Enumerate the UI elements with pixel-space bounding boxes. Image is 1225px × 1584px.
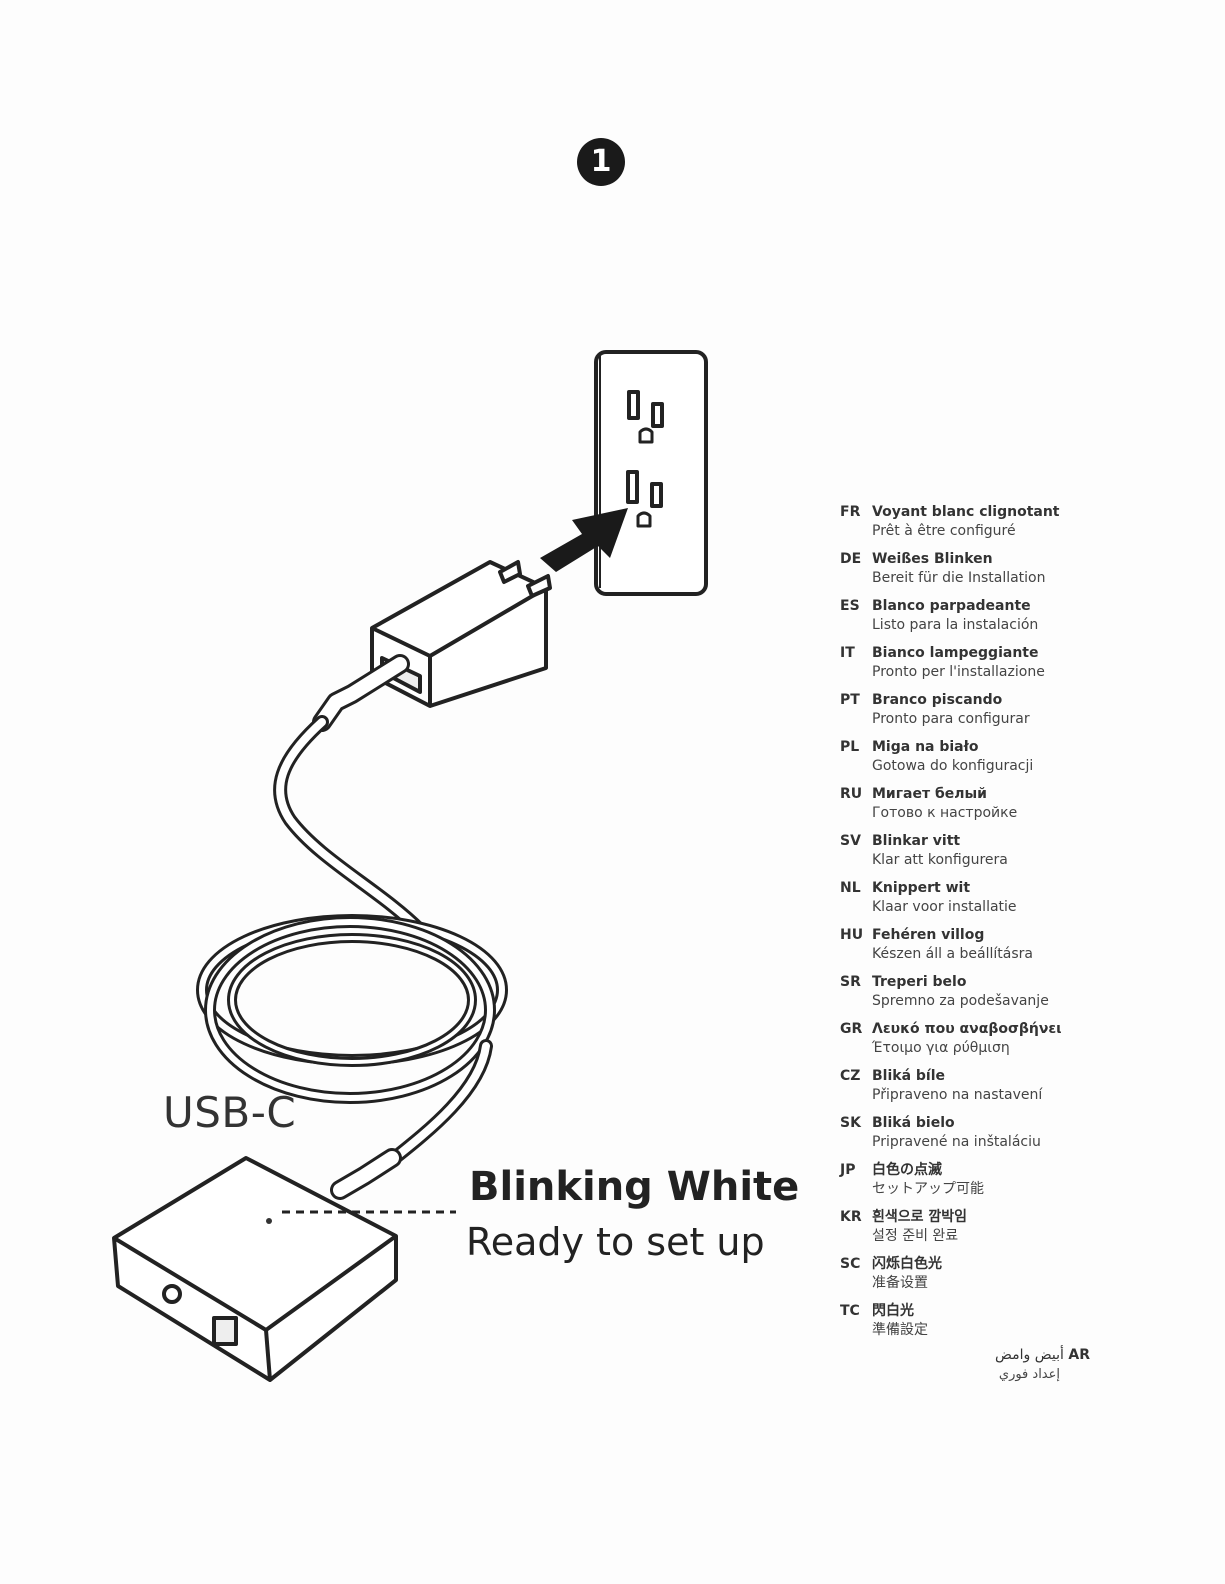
translation-title: Weißes Blinken xyxy=(872,551,993,567)
translation-title: 白色の点滅 xyxy=(872,1162,942,1178)
language-code: PL xyxy=(840,739,860,755)
language-code: NL xyxy=(840,880,861,896)
language-code: GR xyxy=(840,1021,863,1037)
language-code: AR xyxy=(1068,1347,1090,1363)
translation-title: 闪烁白色光 xyxy=(872,1256,942,1272)
translation-title: Treperi belo xyxy=(872,974,967,990)
status-title: Blinking White xyxy=(469,1164,800,1210)
translation-title: Fehéren villog xyxy=(872,927,985,943)
usb-c-cable-icon xyxy=(196,654,508,1200)
step-number-badge: 1 xyxy=(577,138,625,186)
translation-subtitle: Bereit für die Installation xyxy=(872,570,1046,586)
translation-row: TC 閃白光準備設定 xyxy=(840,1302,1100,1349)
translation-title: Knippert wit xyxy=(872,880,971,896)
language-code: HU xyxy=(840,927,864,943)
translation-subtitle: Spremno za podešavanje xyxy=(872,993,1049,1009)
language-code: SC xyxy=(840,1256,861,1272)
language-code: PT xyxy=(840,692,860,708)
translation-row: JP 白色の点滅セットアップ可能 xyxy=(840,1161,1100,1208)
language-code: SK xyxy=(840,1115,861,1131)
translation-subtitle: Listo para la instalación xyxy=(872,617,1039,633)
translation-subtitle: Készen áll a beállításra xyxy=(872,946,1033,962)
insert-arrow-icon xyxy=(540,508,628,572)
language-code: TC xyxy=(840,1303,860,1319)
language-code: IT xyxy=(840,645,855,661)
language-code: DE xyxy=(840,551,862,567)
usb-c-label: USB-C xyxy=(163,1088,297,1137)
translation-title: Bliká bielo xyxy=(872,1115,955,1131)
translation-title: 閃白光 xyxy=(872,1303,914,1319)
language-code: ES xyxy=(840,598,860,614)
translation-subtitle: Pronto per l'installazione xyxy=(872,664,1045,680)
status-subtitle: Ready to set up xyxy=(466,1220,765,1264)
language-code: SR xyxy=(840,974,861,990)
translation-title: 흰색으로 깜박임 xyxy=(872,1209,968,1225)
translation-title: Blinkar vitt xyxy=(872,833,961,849)
translation-title: أبيض وامض xyxy=(995,1347,1064,1363)
translation-title: Bianco lampeggiante xyxy=(872,645,1039,661)
translation-row: SC 闪烁白色光准备设置 xyxy=(840,1255,1100,1302)
language-code: JP xyxy=(840,1162,856,1178)
translation-subtitle: Klaar voor installatie xyxy=(872,899,1017,915)
translation-row-arabic: AR أبيض وامض إعداد فوري xyxy=(940,1346,1090,1384)
translation-title: Branco piscando xyxy=(872,692,1003,708)
translation-title: Мигает белый xyxy=(872,786,987,802)
translation-subtitle: Pronto para configurar xyxy=(872,711,1030,727)
wall-outlet-icon xyxy=(594,350,708,596)
translation-subtitle: Klar att konfigurera xyxy=(872,852,1008,868)
translation-subtitle: Έτοιμο για ρύθμιση xyxy=(872,1040,1010,1056)
translation-subtitle: 准备设置 xyxy=(872,1275,928,1291)
translation-subtitle: 설정 준비 완료 xyxy=(872,1228,959,1244)
translation-title: Bliká bíle xyxy=(872,1068,946,1084)
status-led-icon xyxy=(266,1218,272,1224)
translation-subtitle: Gotowa do konfiguracji xyxy=(872,758,1034,774)
translation-title: Λευκό που αναβοσβήνει xyxy=(872,1021,1062,1037)
translation-subtitle: セットアップ可能 xyxy=(872,1181,984,1197)
translation-subtitle: Готово к настройке xyxy=(872,805,1018,821)
language-code: FR xyxy=(840,504,861,520)
power-adapter-icon xyxy=(370,560,552,708)
language-code: SV xyxy=(840,833,861,849)
language-code: CZ xyxy=(840,1068,861,1084)
translation-subtitle: Pripravené na inštaláciu xyxy=(872,1134,1041,1150)
translation-subtitle: 準備設定 xyxy=(872,1322,928,1338)
translation-title: Miga na biało xyxy=(872,739,979,755)
language-code: RU xyxy=(840,786,863,802)
language-code: KR xyxy=(840,1209,862,1225)
translation-subtitle: Prêt à être configuré xyxy=(872,523,1016,539)
translation-title: Blanco parpadeante xyxy=(872,598,1031,614)
translation-subtitle: Připraveno na nastavení xyxy=(872,1087,1043,1103)
translation-title: Voyant blanc clignotant xyxy=(872,504,1060,520)
translation-subtitle: إعداد فوري xyxy=(998,1367,1060,1382)
